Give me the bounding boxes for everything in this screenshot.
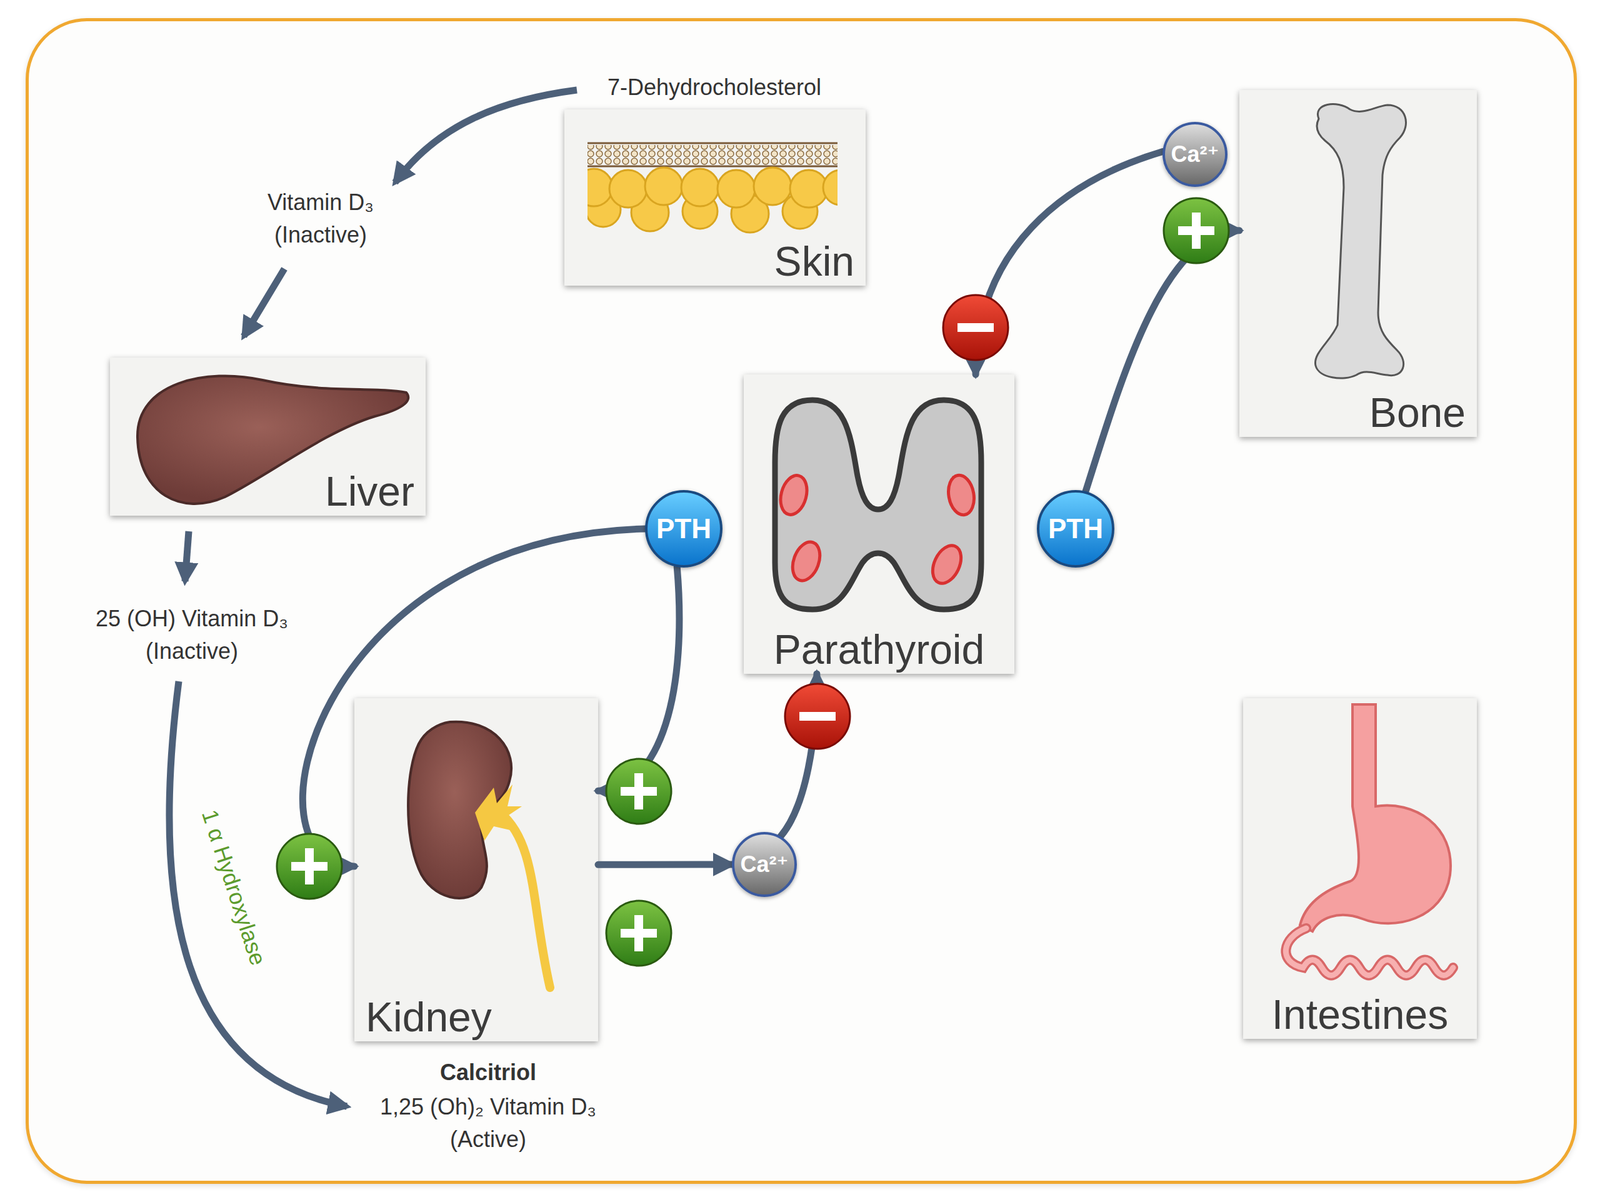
organ-label: Intestines <box>1243 993 1477 1035</box>
hormone-circle: PTH <box>645 490 723 568</box>
organ-label: Skin <box>774 240 855 282</box>
molecule-label: Vitamin D₃ (Inactive) <box>245 186 396 252</box>
molecule-label: 7-Dehydrocholesterol <box>576 71 852 104</box>
plus-sign <box>1163 198 1229 264</box>
symbol-label: Ca²⁺ <box>1170 143 1219 166</box>
pathway-arrow <box>169 681 347 1107</box>
symbol-label: PTH <box>1048 515 1104 543</box>
regulation-arrow <box>598 861 732 869</box>
pathway-arrow <box>243 268 285 337</box>
organ-label: Liver <box>325 470 415 512</box>
regulation-arrow <box>598 566 680 791</box>
organ-box: Parathyroid <box>743 374 1015 674</box>
molecule-label: Calcitriol <box>353 1056 623 1089</box>
organ-box: Kidney <box>354 698 599 1042</box>
hormone-circle: PTH <box>1036 490 1115 568</box>
regulation-arrow <box>1085 230 1240 492</box>
minus-sign <box>785 683 850 749</box>
regulation-arrow <box>975 151 1163 375</box>
plus-sign <box>606 758 672 824</box>
symbol-label: PTH <box>656 515 712 543</box>
plus-sign <box>276 833 342 899</box>
organ-box: Intestines <box>1243 698 1477 1039</box>
organ-label: Kidney <box>365 996 492 1038</box>
molecule-label: 1,25 (Oh)₂ Vitamin D₃ (Active) <box>353 1090 623 1156</box>
pathway-arrow <box>185 531 189 582</box>
minus-sign <box>943 295 1009 360</box>
regulation-arrow <box>780 673 817 837</box>
calcium-circle: Ca²⁺ <box>731 831 797 897</box>
plus-sign <box>606 900 672 966</box>
calcium-circle: Ca²⁺ <box>1162 121 1228 187</box>
molecule-label: 25 (OH) Vitamin D₃ (Inactive) <box>73 602 311 668</box>
organ-label: Bone <box>1369 391 1466 434</box>
symbol-label: Ca²⁺ <box>740 853 789 876</box>
organ-label: Parathyroid <box>743 628 1015 670</box>
pathway-arrow <box>395 90 577 183</box>
organ-box: Liver <box>110 357 426 516</box>
organ-box: Skin <box>564 109 866 286</box>
organ-box: Bone <box>1239 90 1477 437</box>
